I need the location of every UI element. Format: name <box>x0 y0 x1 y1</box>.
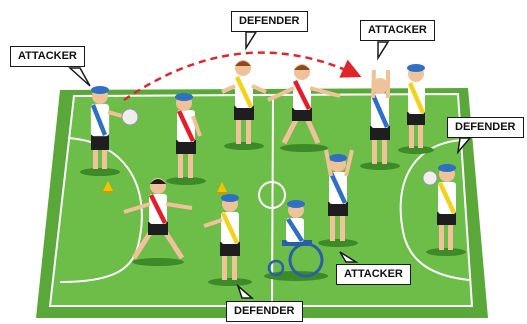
player-defender-left-mid <box>166 93 206 185</box>
player-defender-top <box>221 60 267 150</box>
pass-arrow <box>123 51 362 102</box>
player-defender-right <box>422 164 466 256</box>
label-defender-right: DEFENDER <box>447 117 524 138</box>
netball <box>422 170 438 186</box>
player-attacker-wheelchair <box>264 200 328 281</box>
player-attacker-center-right <box>318 149 358 247</box>
netball <box>121 108 139 126</box>
player-defender-center <box>267 64 341 152</box>
player-attacker-top-right <box>360 69 400 170</box>
label-attacker-bottom: ATTACKER <box>336 264 411 285</box>
label-attacker-left: ATTACKER <box>10 46 85 67</box>
player-defender-top-right <box>398 64 434 154</box>
centre-line <box>271 94 274 307</box>
label-defender-bottom: DEFENDER <box>226 301 303 322</box>
player-attacker-left <box>80 86 139 176</box>
player-defender-bottom <box>203 194 252 286</box>
player-defender-bottom-left <box>123 178 193 266</box>
centre-circle <box>258 181 286 209</box>
callout-pointers <box>68 31 472 299</box>
cone-center <box>216 182 228 194</box>
cone-left <box>102 181 114 193</box>
left-goal-circle <box>59 137 143 283</box>
label-attacker-top-right: ATTACKER <box>360 20 435 41</box>
label-defender-top: DEFENDER <box>231 11 308 32</box>
